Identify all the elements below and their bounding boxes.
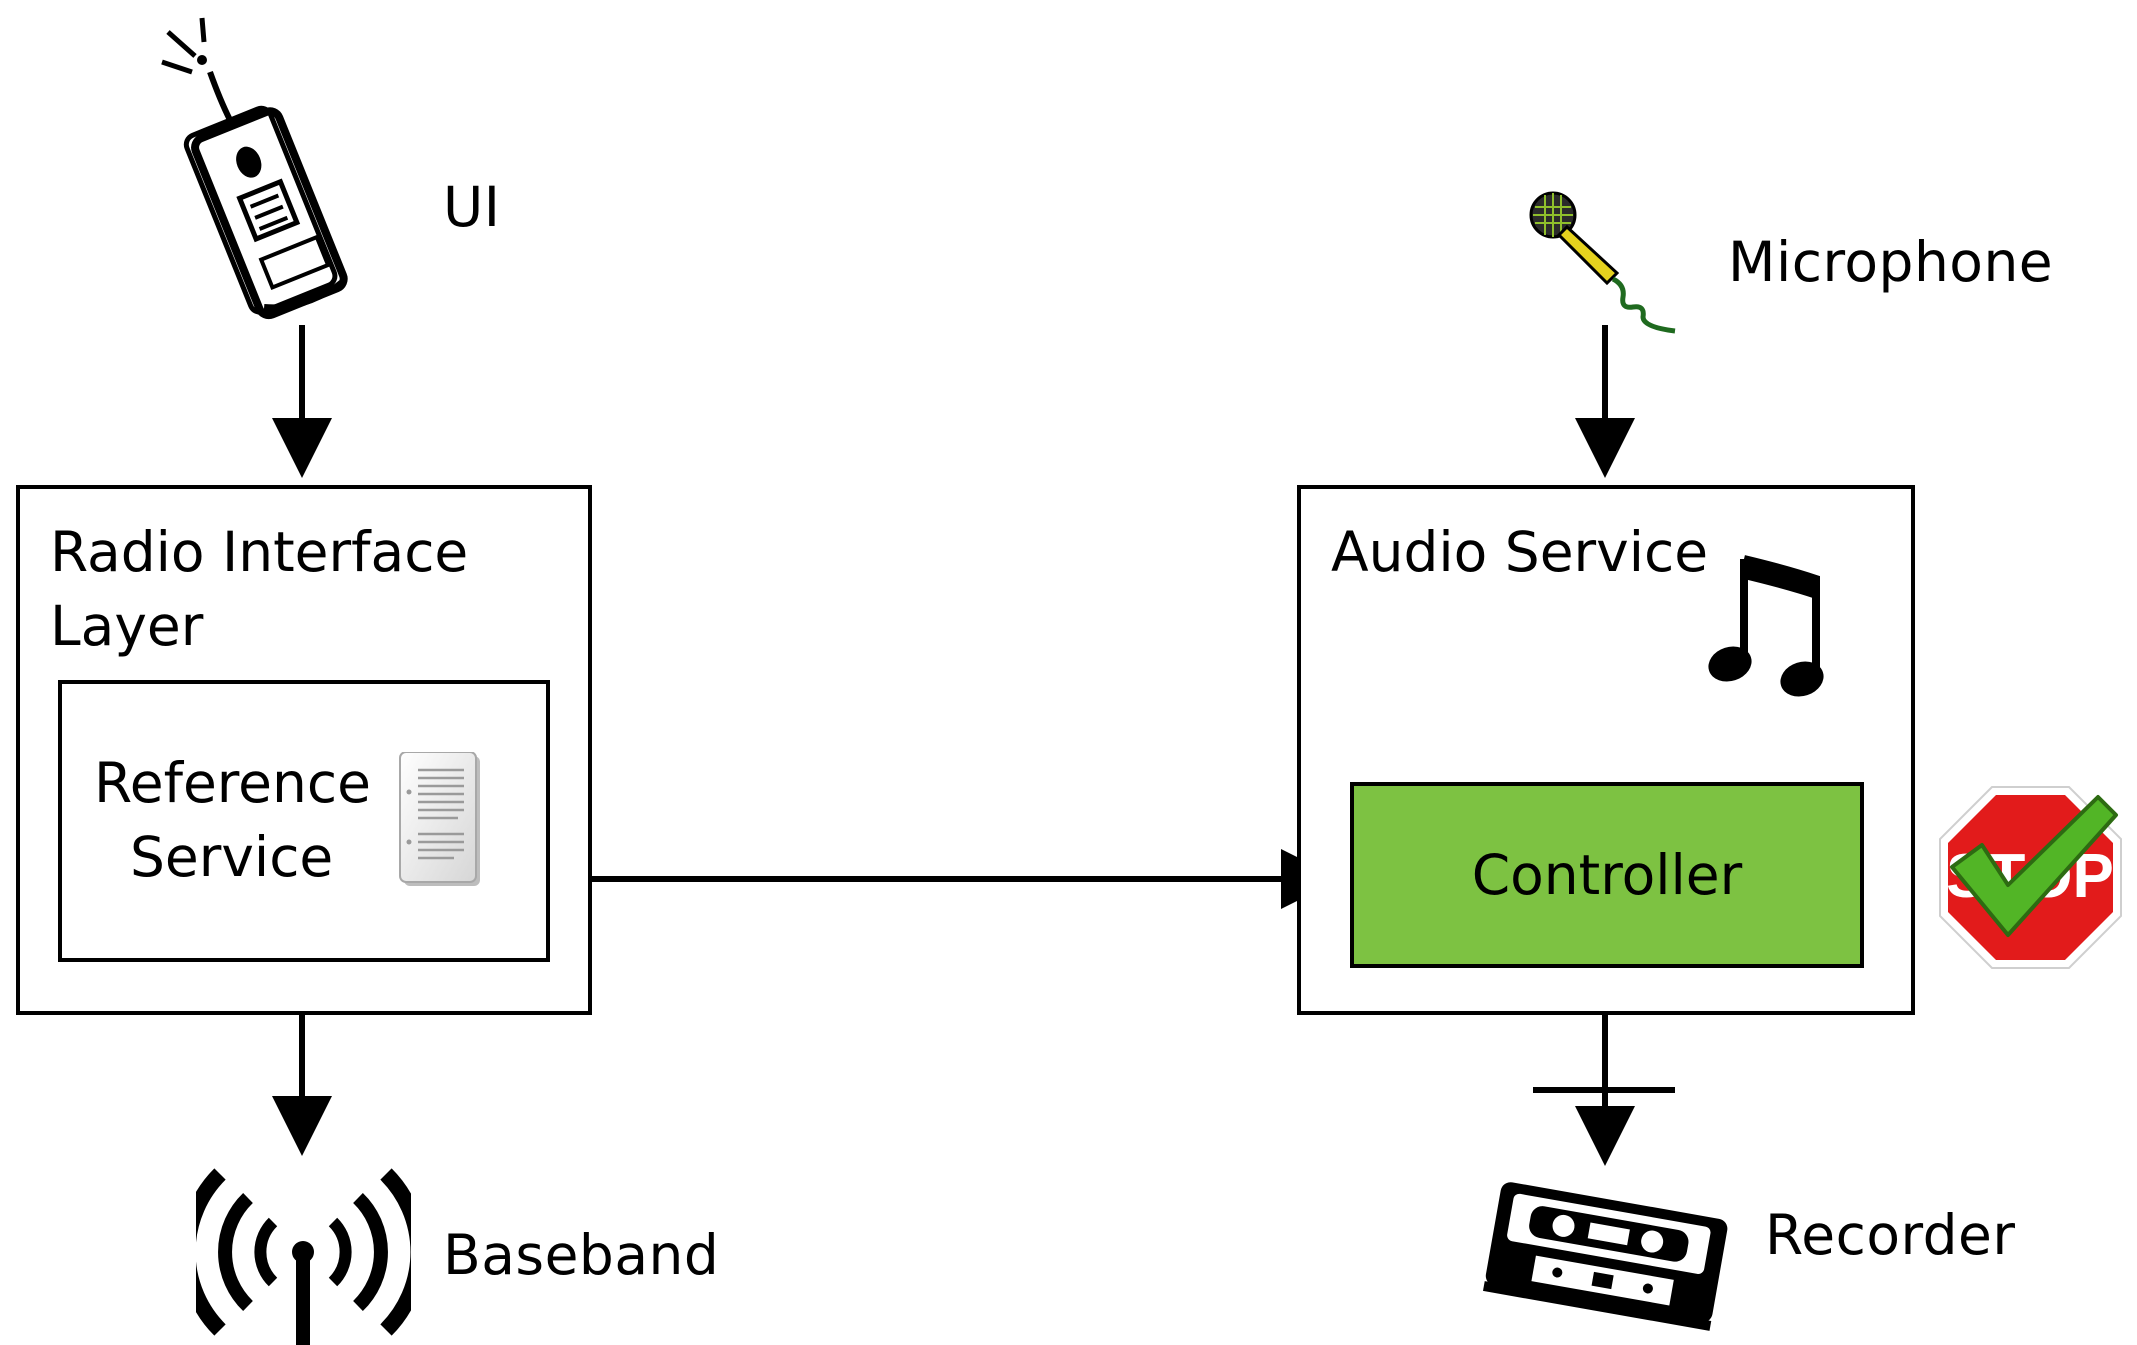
controller-box: Controller — [1350, 782, 1864, 968]
microphone-label: Microphone — [1728, 230, 2054, 294]
radio-antenna-icon — [196, 1168, 411, 1345]
ril-title-line1: Radio Interface — [50, 520, 469, 584]
reference-title-line2: Service — [130, 825, 334, 889]
check-mark-icon — [1950, 795, 2118, 937]
baseband-label: Baseband — [443, 1223, 720, 1287]
recorder-label: Recorder — [1765, 1203, 2016, 1267]
microphone-icon — [1529, 191, 1676, 334]
document-icon — [399, 752, 480, 886]
stop-sign-icon: STOP — [1939, 786, 2122, 969]
mobile-phone-icon — [161, 17, 348, 320]
ui-label: UI — [443, 175, 501, 239]
ril-title-line2: Layer — [50, 594, 204, 658]
controller-label: Controller — [1471, 842, 1743, 907]
music-note-icon — [1708, 555, 1824, 697]
cassette-tape-icon — [1482, 1182, 1728, 1331]
reference-title-line1: Reference — [94, 751, 371, 815]
reference-service-box: Reference Service — [58, 680, 550, 962]
audio-service-title: Audio Service — [1331, 520, 1709, 584]
